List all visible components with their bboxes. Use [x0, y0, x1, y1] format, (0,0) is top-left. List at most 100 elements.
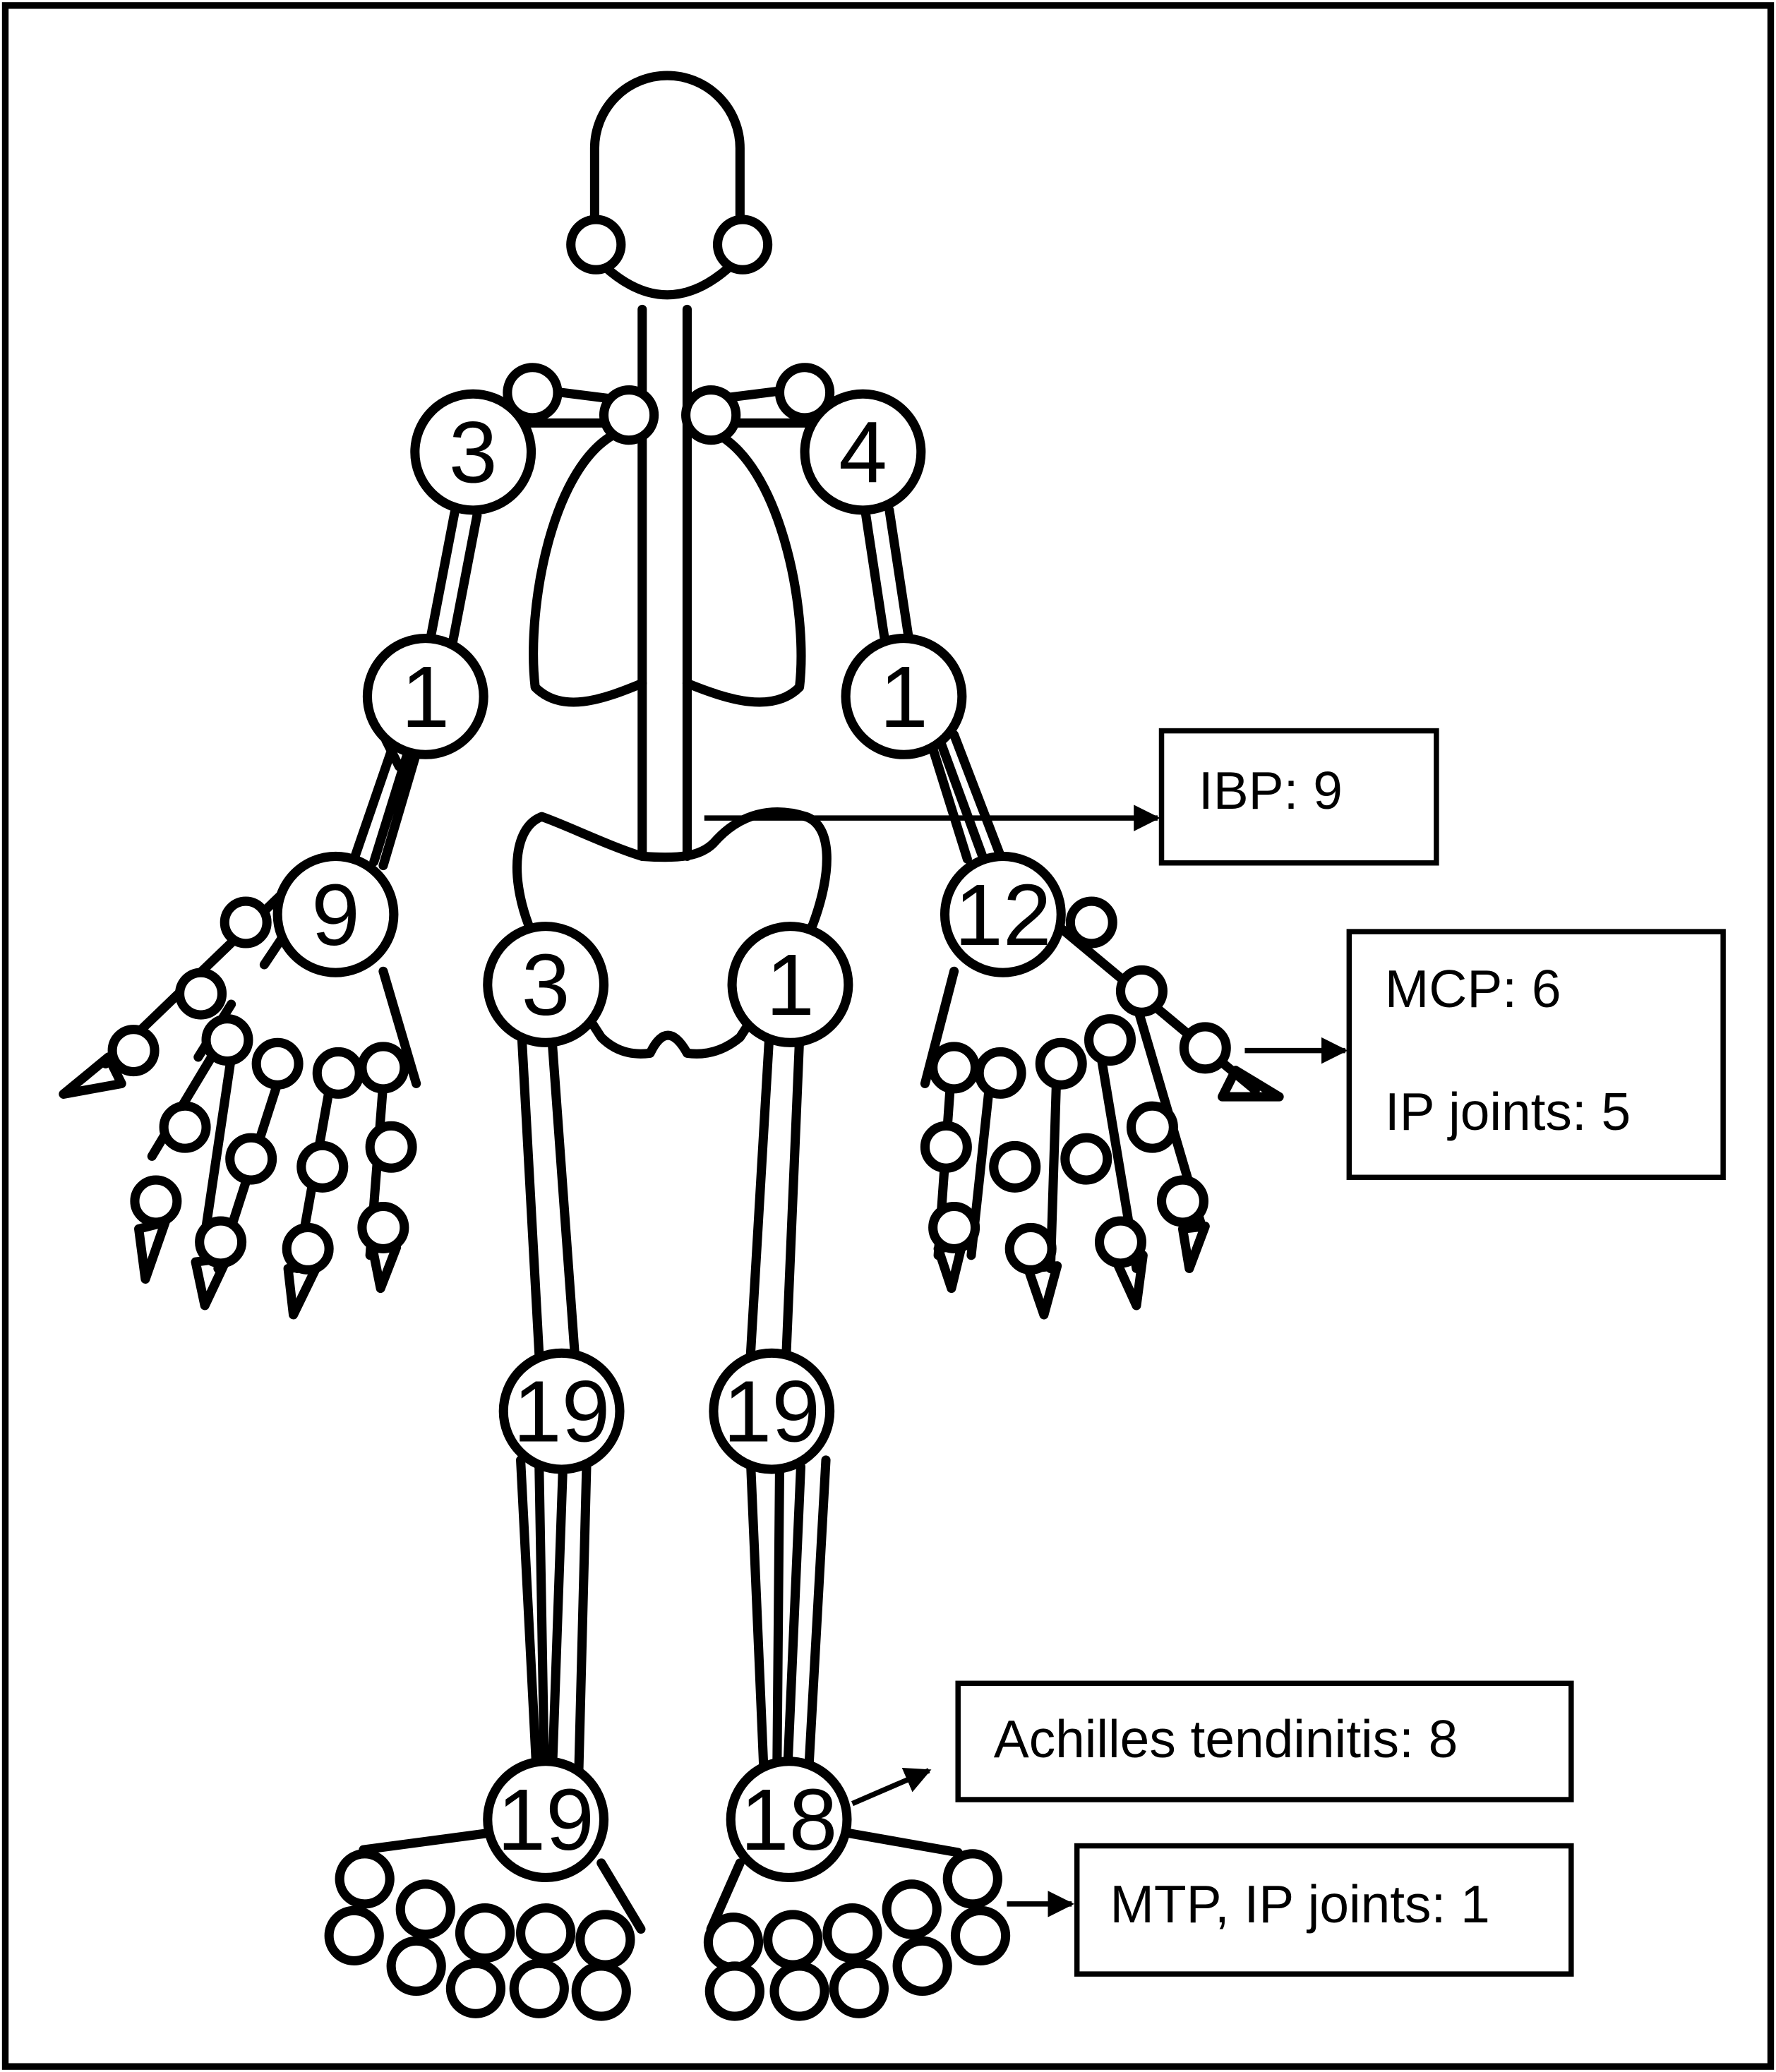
left-foot-joint — [703, 1913, 764, 1972]
left-forearm — [924, 730, 1007, 867]
left-foot-joint — [950, 1905, 1011, 1965]
ribcage-left — [682, 427, 806, 707]
left-ankle-joint: 18 — [726, 1757, 852, 1883]
right-hip-joint: 3 — [483, 922, 609, 1047]
left-hand-joint — [1035, 1037, 1087, 1090]
right-forearm — [349, 731, 425, 871]
left-hand-joint — [1156, 1175, 1208, 1227]
small-joints — [107, 215, 1231, 2021]
left-hand-joint — [1065, 896, 1117, 948]
right-hand-joint — [195, 1216, 247, 1268]
achilles-label: Achilles tendinitis: 8 — [994, 1709, 1458, 1769]
left-femur — [745, 1035, 805, 1359]
right-foot-joint — [455, 1903, 515, 1963]
right-upper-arm — [424, 508, 482, 651]
right-knee-count: 19 — [513, 1363, 610, 1461]
left-elbow-joint: 1 — [841, 633, 967, 759]
left-upper-arm — [860, 505, 914, 649]
ribcage-right — [529, 427, 647, 707]
jaw-joint-right — [566, 215, 626, 275]
mcp-ip-callout: MCP: 6 IP joints: 5 — [1346, 929, 1726, 1181]
mtp-label: MTP, IP joints: 1 — [1110, 1874, 1490, 1934]
right-ankle-count: 19 — [497, 1771, 594, 1869]
right-hand-joint — [225, 1133, 277, 1185]
jaw-joint-left — [712, 215, 773, 275]
left-hand-joint — [1084, 1014, 1136, 1066]
right-hand-joint — [220, 896, 272, 948]
left-hand-bones — [933, 920, 1260, 1274]
left-knee-joint: 19 — [709, 1348, 835, 1474]
left-hand-joint — [1179, 1022, 1231, 1074]
right-hand-joint — [130, 1175, 182, 1227]
mtp-callout: MTP, IP joints: 1 — [1074, 1843, 1574, 1977]
right-hip-count: 3 — [522, 936, 570, 1034]
right-foot-joint — [386, 1936, 446, 1996]
mcp-label: MCP: 6 — [1385, 959, 1561, 1018]
ip-joints-label: IP joints: 5 — [1385, 1082, 1631, 1141]
right-elbow-count: 1 — [401, 649, 450, 746]
right-hand-joint — [251, 1037, 304, 1090]
left-foot-joint — [769, 1961, 829, 2021]
left-foot-joint — [829, 1958, 889, 2018]
left-hand-joint — [989, 1140, 1041, 1193]
sternoclavicular-right — [599, 385, 659, 445]
right-foot-outline — [359, 1828, 646, 1934]
left-wrist-joint: 12 — [940, 851, 1066, 977]
left-hand-joint — [928, 1042, 980, 1094]
right-foot-joint — [575, 1910, 635, 1970]
right-foot-joint — [335, 1849, 395, 1909]
skull — [589, 71, 745, 300]
right-shoulder-count: 3 — [449, 404, 498, 502]
achilles-callout: Achilles tendinitis: 8 — [955, 1680, 1574, 1802]
left-hand-joint — [974, 1047, 1026, 1099]
left-shoulder-count: 4 — [839, 404, 887, 502]
right-ulna — [378, 966, 421, 1088]
left-hand-joint — [1004, 1222, 1057, 1275]
left-hand-joint — [920, 1121, 972, 1173]
right-hand-joint — [159, 1101, 211, 1153]
right-hand-joint — [282, 1222, 334, 1275]
right-femur — [517, 1035, 580, 1359]
callout-arrows — [704, 805, 1348, 1917]
left-foot-joint — [942, 1849, 1002, 1909]
right-wrist-joint: 9 — [272, 851, 399, 977]
right-foot-joint — [445, 1958, 506, 2018]
left-shoulder-joint: 4 — [800, 389, 926, 515]
left-hip-count: 1 — [766, 936, 815, 1034]
left-hip-joint: 1 — [727, 922, 853, 1047]
left-hand-joint — [1115, 965, 1168, 1017]
right-elbow-joint: 1 — [362, 633, 488, 759]
right-hand-joint — [357, 1201, 409, 1253]
right-hand-joint — [357, 1042, 409, 1094]
right-hand-joint — [107, 1025, 160, 1077]
right-foot-joint — [516, 1903, 576, 1963]
right-foot-joint — [395, 1879, 455, 1939]
left-hand-joint — [1060, 1133, 1112, 1185]
ibp-label: IBP: 9 — [1199, 761, 1343, 820]
right-hand-joint — [312, 1047, 364, 1099]
right-hand-joint — [201, 1014, 253, 1066]
right-hand-joint — [365, 1121, 417, 1173]
acromioclavicular-right — [503, 363, 563, 423]
left-hand-joint — [928, 1201, 980, 1253]
ibp-callout: IBP: 9 — [1158, 728, 1439, 866]
sternoclavicular-left — [681, 385, 741, 445]
left-foot-joint — [892, 1936, 952, 1996]
achilles-arrow — [851, 1767, 932, 1807]
left-elbow-count: 1 — [880, 649, 928, 746]
left-foot-joint — [882, 1879, 942, 1939]
right-tibia — [516, 1455, 592, 1776]
left-tibia — [745, 1455, 831, 1776]
left-foot-outline — [706, 1828, 963, 1934]
left-hand-joint — [1094, 1216, 1146, 1268]
left-hand-joint — [1126, 1101, 1178, 1153]
right-hand-joint — [296, 1140, 349, 1193]
acromioclavicular-left — [774, 363, 835, 423]
left-foot-joint — [763, 1910, 823, 1970]
left-foot-joint — [704, 1961, 764, 2021]
right-ankle-joint: 19 — [483, 1757, 609, 1883]
left-wrist-count: 12 — [954, 867, 1051, 964]
right-foot-joint — [509, 1958, 569, 2018]
